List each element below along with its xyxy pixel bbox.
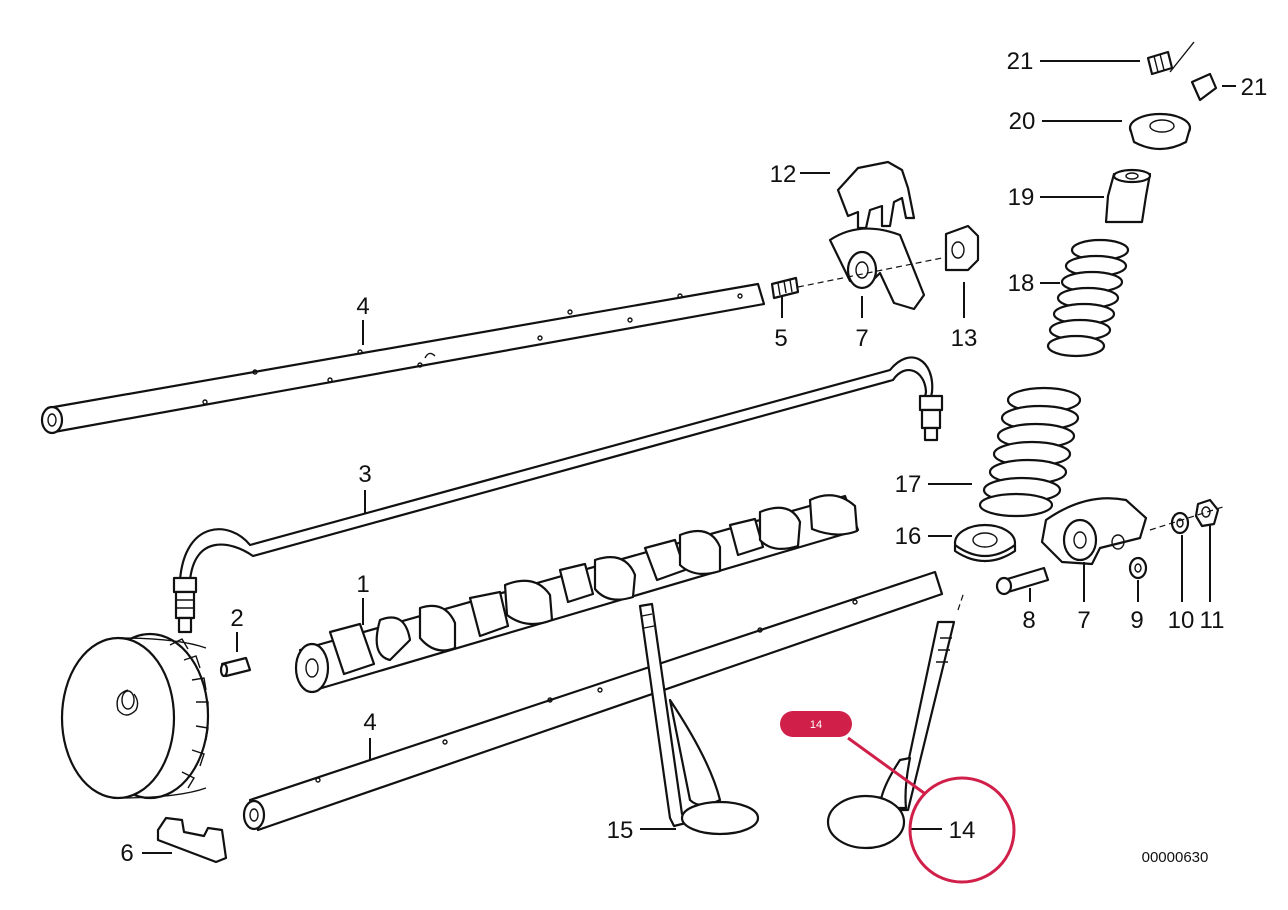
rocker-shaft-upper[interactable] bbox=[40, 282, 766, 435]
rocker-shaft-lower[interactable] bbox=[242, 570, 944, 832]
label-21-left: 21 bbox=[1007, 48, 1034, 75]
valve-keeper-right[interactable] bbox=[1190, 72, 1218, 102]
label-6: 6 bbox=[120, 840, 133, 867]
camshaft-sprocket[interactable] bbox=[60, 632, 210, 800]
highlight-circle bbox=[908, 776, 1016, 884]
valve-spring-inner[interactable] bbox=[1046, 238, 1130, 358]
spring-seat[interactable] bbox=[953, 523, 1017, 563]
rocker-arm-upper[interactable] bbox=[828, 227, 926, 311]
label-4-upper: 4 bbox=[356, 293, 369, 320]
label-8: 8 bbox=[1022, 607, 1035, 634]
label-7-upper: 7 bbox=[855, 325, 868, 352]
label-9: 9 bbox=[1130, 607, 1143, 634]
label-10: 10 bbox=[1168, 607, 1195, 634]
label-12: 12 bbox=[770, 161, 797, 188]
leader-lines bbox=[142, 60, 1236, 854]
guide-bracket[interactable] bbox=[156, 816, 228, 864]
label-2: 2 bbox=[230, 605, 243, 632]
dowel-pin[interactable] bbox=[219, 656, 252, 678]
label-18: 18 bbox=[1008, 270, 1035, 297]
label-14: 14 bbox=[949, 817, 976, 844]
adjusting-screw[interactable] bbox=[770, 276, 800, 300]
spring-clip[interactable] bbox=[836, 160, 916, 230]
label-3: 3 bbox=[358, 461, 371, 488]
label-17: 17 bbox=[895, 471, 922, 498]
valve-stem-seal[interactable] bbox=[1104, 168, 1152, 224]
label-15: 15 bbox=[607, 817, 634, 844]
rocker-arm-lower[interactable] bbox=[1040, 497, 1148, 566]
valve-spring-outer[interactable] bbox=[978, 386, 1082, 518]
highlight-callout[interactable]: 14 bbox=[780, 711, 1016, 884]
highlight-pointer bbox=[847, 736, 925, 795]
camshaft[interactable] bbox=[294, 494, 860, 694]
highlight-badge[interactable] bbox=[780, 711, 852, 737]
spring-retainer[interactable] bbox=[1128, 112, 1192, 151]
exhaust-valve[interactable] bbox=[826, 591, 965, 850]
oil-pipe[interactable] bbox=[172, 356, 944, 634]
label-7-lower: 7 bbox=[1077, 607, 1090, 634]
label-20: 20 bbox=[1009, 108, 1036, 135]
label-21-right: 21 bbox=[1241, 74, 1268, 101]
label-4-lower: 4 bbox=[363, 709, 376, 736]
intake-valve[interactable] bbox=[638, 602, 760, 836]
label-1: 1 bbox=[356, 571, 369, 598]
valve-keeper-left[interactable] bbox=[1146, 50, 1174, 76]
label-11: 11 bbox=[1200, 607, 1225, 634]
label-13: 13 bbox=[951, 325, 978, 352]
washer[interactable] bbox=[1170, 511, 1190, 535]
highlight-badge-text: 14 bbox=[810, 719, 822, 731]
label-19: 19 bbox=[1008, 184, 1035, 211]
label-16: 16 bbox=[895, 523, 922, 550]
diagram-code: 00000630 bbox=[1142, 849, 1209, 866]
part-labels: 1 2 3 4 4 5 6 7 7 8 9 10 11 12 13 14 15 … bbox=[120, 48, 1267, 867]
hex-bolt[interactable] bbox=[995, 566, 1050, 596]
thrust-washer-upper[interactable] bbox=[944, 224, 980, 272]
hex-nut[interactable] bbox=[1194, 498, 1220, 528]
label-5: 5 bbox=[774, 325, 787, 352]
thrust-washer-lower[interactable] bbox=[1128, 556, 1148, 580]
